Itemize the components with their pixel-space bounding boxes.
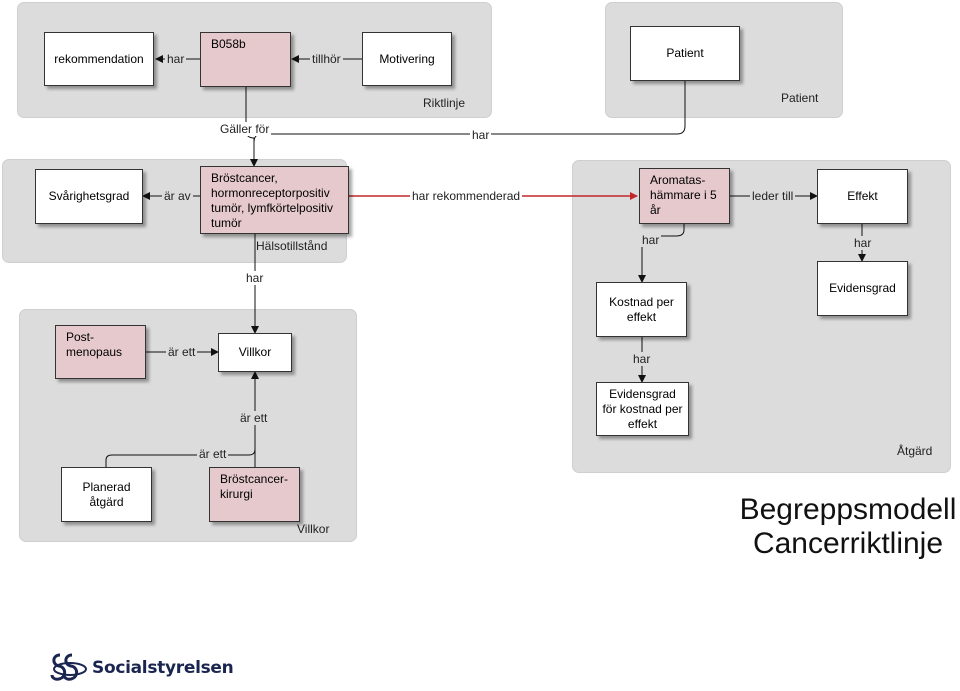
- box-aromatas[interactable]: Aromatas-hämmare i 5 år: [639, 168, 730, 224]
- edge-label-ar-av: är av: [162, 189, 193, 203]
- diagram-title: Begreppsmodell Cancerriktlinje: [718, 493, 960, 561]
- box-effekt[interactable]: Effekt: [817, 169, 908, 224]
- edge-label-tillhor: tillhör: [310, 52, 343, 66]
- edge-label-ar-ett-post: är ett: [166, 345, 198, 359]
- box-svarighetsgrad[interactable]: Svårighetsgrad: [35, 169, 143, 224]
- title-line-2: Cancerriktlinje: [752, 527, 944, 560]
- edge-label-har-halsa: har: [244, 271, 266, 285]
- edge-label-har-patient: har: [470, 128, 492, 142]
- logo-text: Socialstyrelsen: [92, 658, 234, 678]
- edge-label-har-kostnad: har: [631, 352, 653, 366]
- edge-har-patient: [253, 81, 686, 143]
- box-b058b[interactable]: B058b: [200, 32, 291, 87]
- box-rekommendation[interactable]: rekommendation: [44, 32, 154, 86]
- group-label-riktlinje: Riktlinje: [423, 96, 466, 110]
- group-label-villkor: Villkor: [297, 522, 330, 536]
- group-label-patient: Patient: [781, 91, 819, 105]
- box-kirurgi[interactable]: Bröstcancer-kirurgi: [209, 467, 300, 522]
- group-label-atgard: Åtgärd: [897, 444, 933, 458]
- socialstyrelsen-emblem-icon: [50, 653, 87, 681]
- box-villkor[interactable]: Villkor: [218, 333, 292, 372]
- edge-label-leder-till: leder till: [750, 189, 796, 203]
- box-evidensgrad[interactable]: Evidensgrad: [817, 261, 908, 316]
- box-patient[interactable]: Patient: [630, 26, 740, 81]
- box-motivering[interactable]: Motivering: [362, 32, 452, 86]
- socialstyrelsen-logo: Socialstyrelsen: [50, 651, 234, 685]
- edge-label-ar-ett-upper: är ett: [238, 411, 270, 425]
- box-evidensgrad-kostnad[interactable]: Evidensgrad för kostnad per effekt: [596, 382, 689, 436]
- edge-label-ar-ett-lower: är ett: [197, 447, 229, 461]
- box-planerad[interactable]: Planerad åtgärd: [61, 467, 152, 522]
- edge-label-har-rekommenderad: har rekommenderad: [410, 189, 523, 203]
- box-brostcancer[interactable]: Bröstcancer, hormonreceptorpositiv tumör…: [200, 166, 349, 234]
- box-postmenopaus[interactable]: Post-menopaus: [55, 325, 146, 379]
- title-line-1: Begreppsmodell: [739, 493, 957, 526]
- group-label-halsotillstand: Hälsotillstånd: [256, 239, 328, 253]
- box-kostnad[interactable]: Kostnad per effekt: [596, 282, 687, 337]
- edge-label-har-effekt: har: [852, 236, 874, 250]
- edge-ar-ett-lower: [105, 448, 256, 467]
- edge-label-har-rek: har: [165, 52, 187, 66]
- edge-label-har-aromatas: har: [640, 233, 662, 247]
- edge-label-galler-for: Gäller för: [218, 122, 272, 136]
